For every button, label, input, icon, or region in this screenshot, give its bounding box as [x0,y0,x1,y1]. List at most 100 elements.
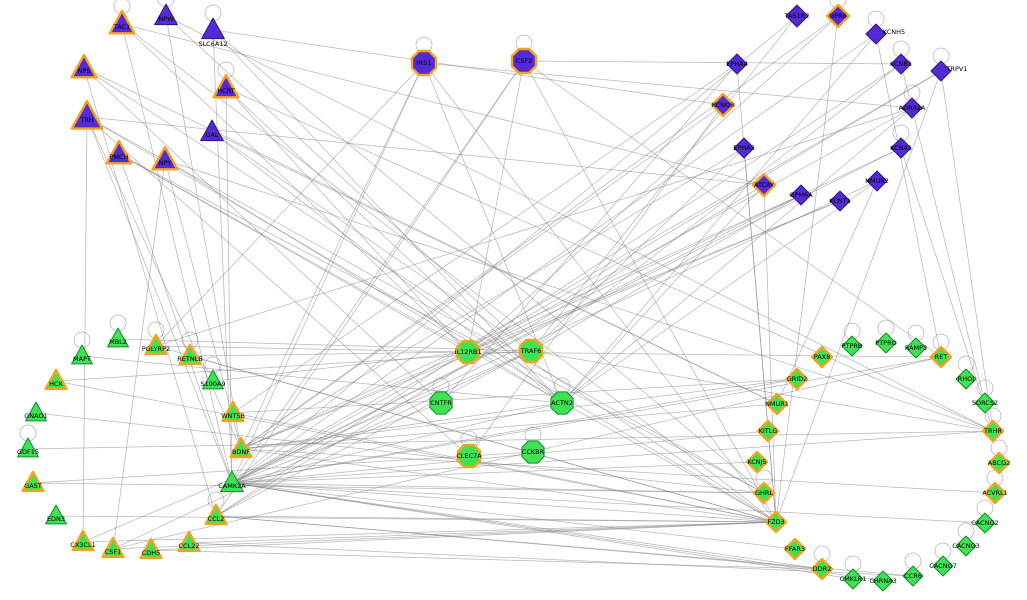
edge [240,448,777,523]
node-TRPV1[interactable]: TRPV1 [930,60,968,82]
edge [231,430,769,484]
node-shape-triangle [178,343,202,366]
edge [240,15,839,450]
edge [240,194,802,450]
node-CCL22[interactable]: CCL22 [177,530,201,553]
node-ADRA2A[interactable]: ADRA2A [899,97,926,119]
node-IL12RB1[interactable]: IL12RB1 [455,339,482,365]
node-KCNQ3[interactable]: KCNQ3 [710,92,736,118]
node-NPW[interactable]: NPW [154,3,178,26]
edge [440,63,738,404]
node-GHRL[interactable]: GHRL [752,481,776,505]
node-shape-octagon [455,339,481,365]
node-ATCAY[interactable]: ATCAY [751,172,777,198]
node-TAC1[interactable]: TAC1 [108,9,136,35]
node-shape-diamond [785,367,809,391]
edge [118,153,765,494]
node-CSF2[interactable]: CSF2 [510,47,538,75]
edge [530,147,745,352]
node-shape-triangle [220,470,244,493]
node-NMUR2[interactable]: NMUR2 [865,170,889,192]
edge [225,87,469,353]
node-KCNJ5[interactable]: KCNJ5 [745,450,769,474]
node-EPHA4[interactable]: EPHA4 [726,53,748,75]
node-SLC6A12[interactable]: SLC6A12 [198,17,228,48]
node-HCK[interactable]: HCK [44,368,68,391]
node-KITLG[interactable]: KITLG [756,419,780,443]
node-ACTN2[interactable]: ACTN2 [550,391,574,415]
node-ABCG2[interactable]: ABCG2 [988,451,1011,475]
node-KCNT1[interactable]: KCNT1 [829,190,851,212]
edge [523,60,942,358]
node-CACNG7[interactable]: CACNG7 [929,555,957,577]
edge [32,482,765,494]
node-GRID2[interactable]: GRID2 [785,367,809,391]
node-PMCH[interactable]: PMCH [105,139,133,165]
node-PGLYRP2[interactable]: PGLYRP2 [142,333,170,356]
node-CCR6[interactable]: CCR6 [902,565,924,587]
node-shape-octagon [550,391,574,415]
node-GPR6[interactable]: GPR6 [825,3,851,29]
edge [118,153,233,484]
node-CLEC7A[interactable]: CLEC7A [456,443,482,469]
node-CNTFR[interactable]: CNTFR [429,391,453,415]
node-shape-diamond [751,172,777,198]
node-shape-octagon [518,338,544,364]
node-SORCS2[interactable]: SORCS2 [972,392,998,414]
edge [231,15,798,484]
edge [118,153,777,523]
node-shape-triangle [229,436,253,459]
edge [83,67,217,517]
node-shape-triangle [177,530,201,553]
node-KCNA1[interactable]: KCNA1 [890,137,912,159]
edge [232,63,738,414]
node-FFAR3[interactable]: FFAR3 [783,537,807,561]
node-KCNB1[interactable]: KCNB1 [890,53,912,75]
edge [467,15,839,353]
node-GDF15[interactable]: GDF15 [17,437,39,458]
node-MAPT[interactable]: MAPT [71,344,93,365]
edge [240,104,724,450]
node-PTPRB[interactable]: PTPRB [841,335,863,357]
edge [121,23,233,484]
node-CCL2[interactable]: CCL2 [204,503,228,526]
node-WNT5B[interactable]: WNT5B [221,400,245,423]
edge [82,116,88,543]
edge [121,23,765,186]
edge [467,60,525,353]
node-PTPRO[interactable]: PTPRO [875,332,897,354]
edge [231,62,425,484]
node-S100A9[interactable]: S100A9 [200,369,226,390]
node-TRHR[interactable]: TRHR [981,419,1005,443]
edge [467,70,942,353]
node-RET[interactable]: RET [929,345,953,369]
node-IRS1[interactable]: IRS1 [410,49,438,77]
node-FZD3[interactable]: FZD3 [764,510,788,534]
node-shape-triangle [221,400,245,423]
node-HCRT[interactable]: HCRT [212,73,240,99]
node-RHOJ[interactable]: RHOJ [955,368,977,390]
node-PAX8[interactable]: PAX8 [810,345,834,369]
node-GAST[interactable]: GAST [21,470,45,493]
edge [900,63,986,404]
node-shape-triangle [44,368,68,391]
node-CACNG2[interactable]: CACNG2 [971,512,999,534]
node-shape-triangle [70,53,98,79]
node-MBL2[interactable]: MBL2 [107,327,129,348]
node-GNAO1[interactable]: GNAO1 [24,401,48,422]
node-shape-diamond [842,568,864,590]
node-CCKBR[interactable]: CCKBR [521,440,545,464]
node-CACNG3[interactable]: CACNG3 [952,535,980,557]
node-CX3CL1[interactable]: CX3CL1 [70,529,96,552]
edge [212,351,469,382]
node-shape-triangle [45,504,67,525]
edge [743,147,777,523]
node-TRAF6[interactable]: TRAF6 [518,338,544,364]
node-shape-diamond [752,481,776,505]
node-NPS[interactable]: NPS [70,53,98,79]
node-RAMP3[interactable]: RAMP3 [905,337,927,359]
node-EDN3[interactable]: EDN3 [45,504,67,525]
edge [225,87,994,432]
node-DDR2[interactable]: DDR2 [810,557,834,581]
